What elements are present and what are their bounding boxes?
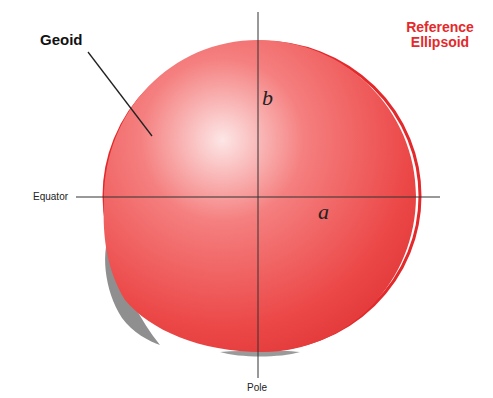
equator-label: Equator xyxy=(33,191,68,202)
axis-label: a xyxy=(318,200,329,224)
geoid-body xyxy=(104,40,416,352)
ellipsoid-label: Reference Ellipsoid xyxy=(392,20,488,51)
equatorial-axis xyxy=(76,197,440,198)
polar-axis xyxy=(258,12,259,378)
leader-line xyxy=(88,52,152,136)
axis-label: b xyxy=(262,86,273,110)
pole-label: Pole xyxy=(247,382,267,393)
geoid-label: Geoid xyxy=(40,32,83,49)
